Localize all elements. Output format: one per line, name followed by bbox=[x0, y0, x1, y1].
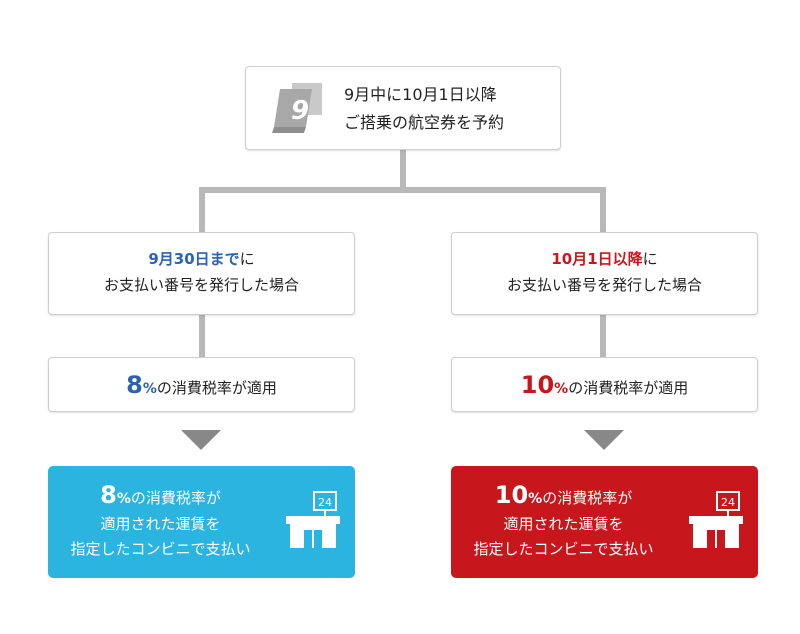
right-rate-suffix: の消費税率が適用 bbox=[568, 379, 689, 397]
left-condition-suffix: に bbox=[239, 250, 255, 268]
right-rate-percent: % bbox=[554, 381, 569, 397]
connector-left-down bbox=[199, 187, 205, 233]
convenience-store-icon: 24 bbox=[286, 491, 340, 548]
left-result-line2: 適用された運賃を bbox=[100, 515, 221, 533]
left-result-line1-suffix: の消費税率が bbox=[130, 489, 221, 507]
convenience-store-icon: 24 bbox=[689, 491, 743, 548]
right-result-box: 10%の消費税率が 適用された運賃を 指定したコンビニで支払い 24 bbox=[451, 466, 758, 578]
left-rate-suffix: の消費税率が適用 bbox=[156, 379, 277, 397]
right-result-line1-suffix: の消費税率が bbox=[542, 489, 633, 507]
connector-right-mid bbox=[600, 315, 606, 357]
left-rate-number: 8 bbox=[126, 371, 143, 399]
left-rate-percent: % bbox=[142, 381, 157, 397]
right-condition-line2: お支払い番号を発行した場合 bbox=[506, 276, 702, 294]
top-box: 9 9月中に10月1日以降 ご搭乗の航空券を予約 bbox=[245, 66, 561, 150]
left-result-number: 8 bbox=[100, 481, 117, 509]
right-condition-line1: 10月1日以降に bbox=[452, 246, 757, 272]
svg-text:24: 24 bbox=[318, 496, 332, 509]
left-down-arrow-icon bbox=[181, 430, 221, 450]
right-result-line3: 指定したコンビニで支払い bbox=[473, 540, 654, 558]
connector-horizontal bbox=[199, 187, 606, 193]
right-condition-box: 10月1日以降に お支払い番号を発行した場合 bbox=[451, 232, 758, 315]
right-result-line1: 10%の消費税率が bbox=[451, 483, 676, 512]
left-result-box: 8%の消費税率が 適用された運賃を 指定したコンビニで支払い 24 bbox=[48, 466, 355, 578]
calendar-icon: 9 bbox=[272, 83, 322, 133]
right-result-percent: % bbox=[528, 491, 543, 507]
connector-right-down bbox=[600, 187, 606, 233]
left-condition-line2: お支払い番号を発行した場合 bbox=[103, 276, 299, 294]
connector-left-mid bbox=[199, 315, 205, 357]
right-result-line2: 適用された運賃を bbox=[503, 515, 624, 533]
right-down-arrow-icon bbox=[584, 430, 624, 450]
left-result-line1: 8%の消費税率が bbox=[48, 483, 273, 512]
left-result-percent: % bbox=[116, 491, 131, 507]
left-condition-line1: 9月30日までに bbox=[49, 246, 354, 272]
right-condition-highlight: 10月1日以降 bbox=[551, 250, 643, 268]
top-box-line1: 9月中に10月1日以降 bbox=[344, 85, 497, 104]
right-rate-number: 10 bbox=[520, 371, 555, 399]
left-condition-box: 9月30日までに お支払い番号を発行した場合 bbox=[48, 232, 355, 315]
svg-text:9: 9 bbox=[291, 96, 309, 126]
top-box-line2: ご搭乗の航空券を予約 bbox=[344, 113, 505, 132]
left-result-line3: 指定したコンビニで支払い bbox=[70, 540, 251, 558]
svg-text:24: 24 bbox=[721, 496, 735, 509]
connector-top-vertical bbox=[400, 150, 406, 190]
right-result-number: 10 bbox=[494, 481, 529, 509]
left-condition-highlight: 9月30日まで bbox=[148, 250, 240, 268]
left-rate-box: 8%の消費税率が適用 bbox=[48, 357, 355, 412]
right-rate-box: 10%の消費税率が適用 bbox=[451, 357, 758, 412]
right-condition-suffix: に bbox=[642, 250, 658, 268]
